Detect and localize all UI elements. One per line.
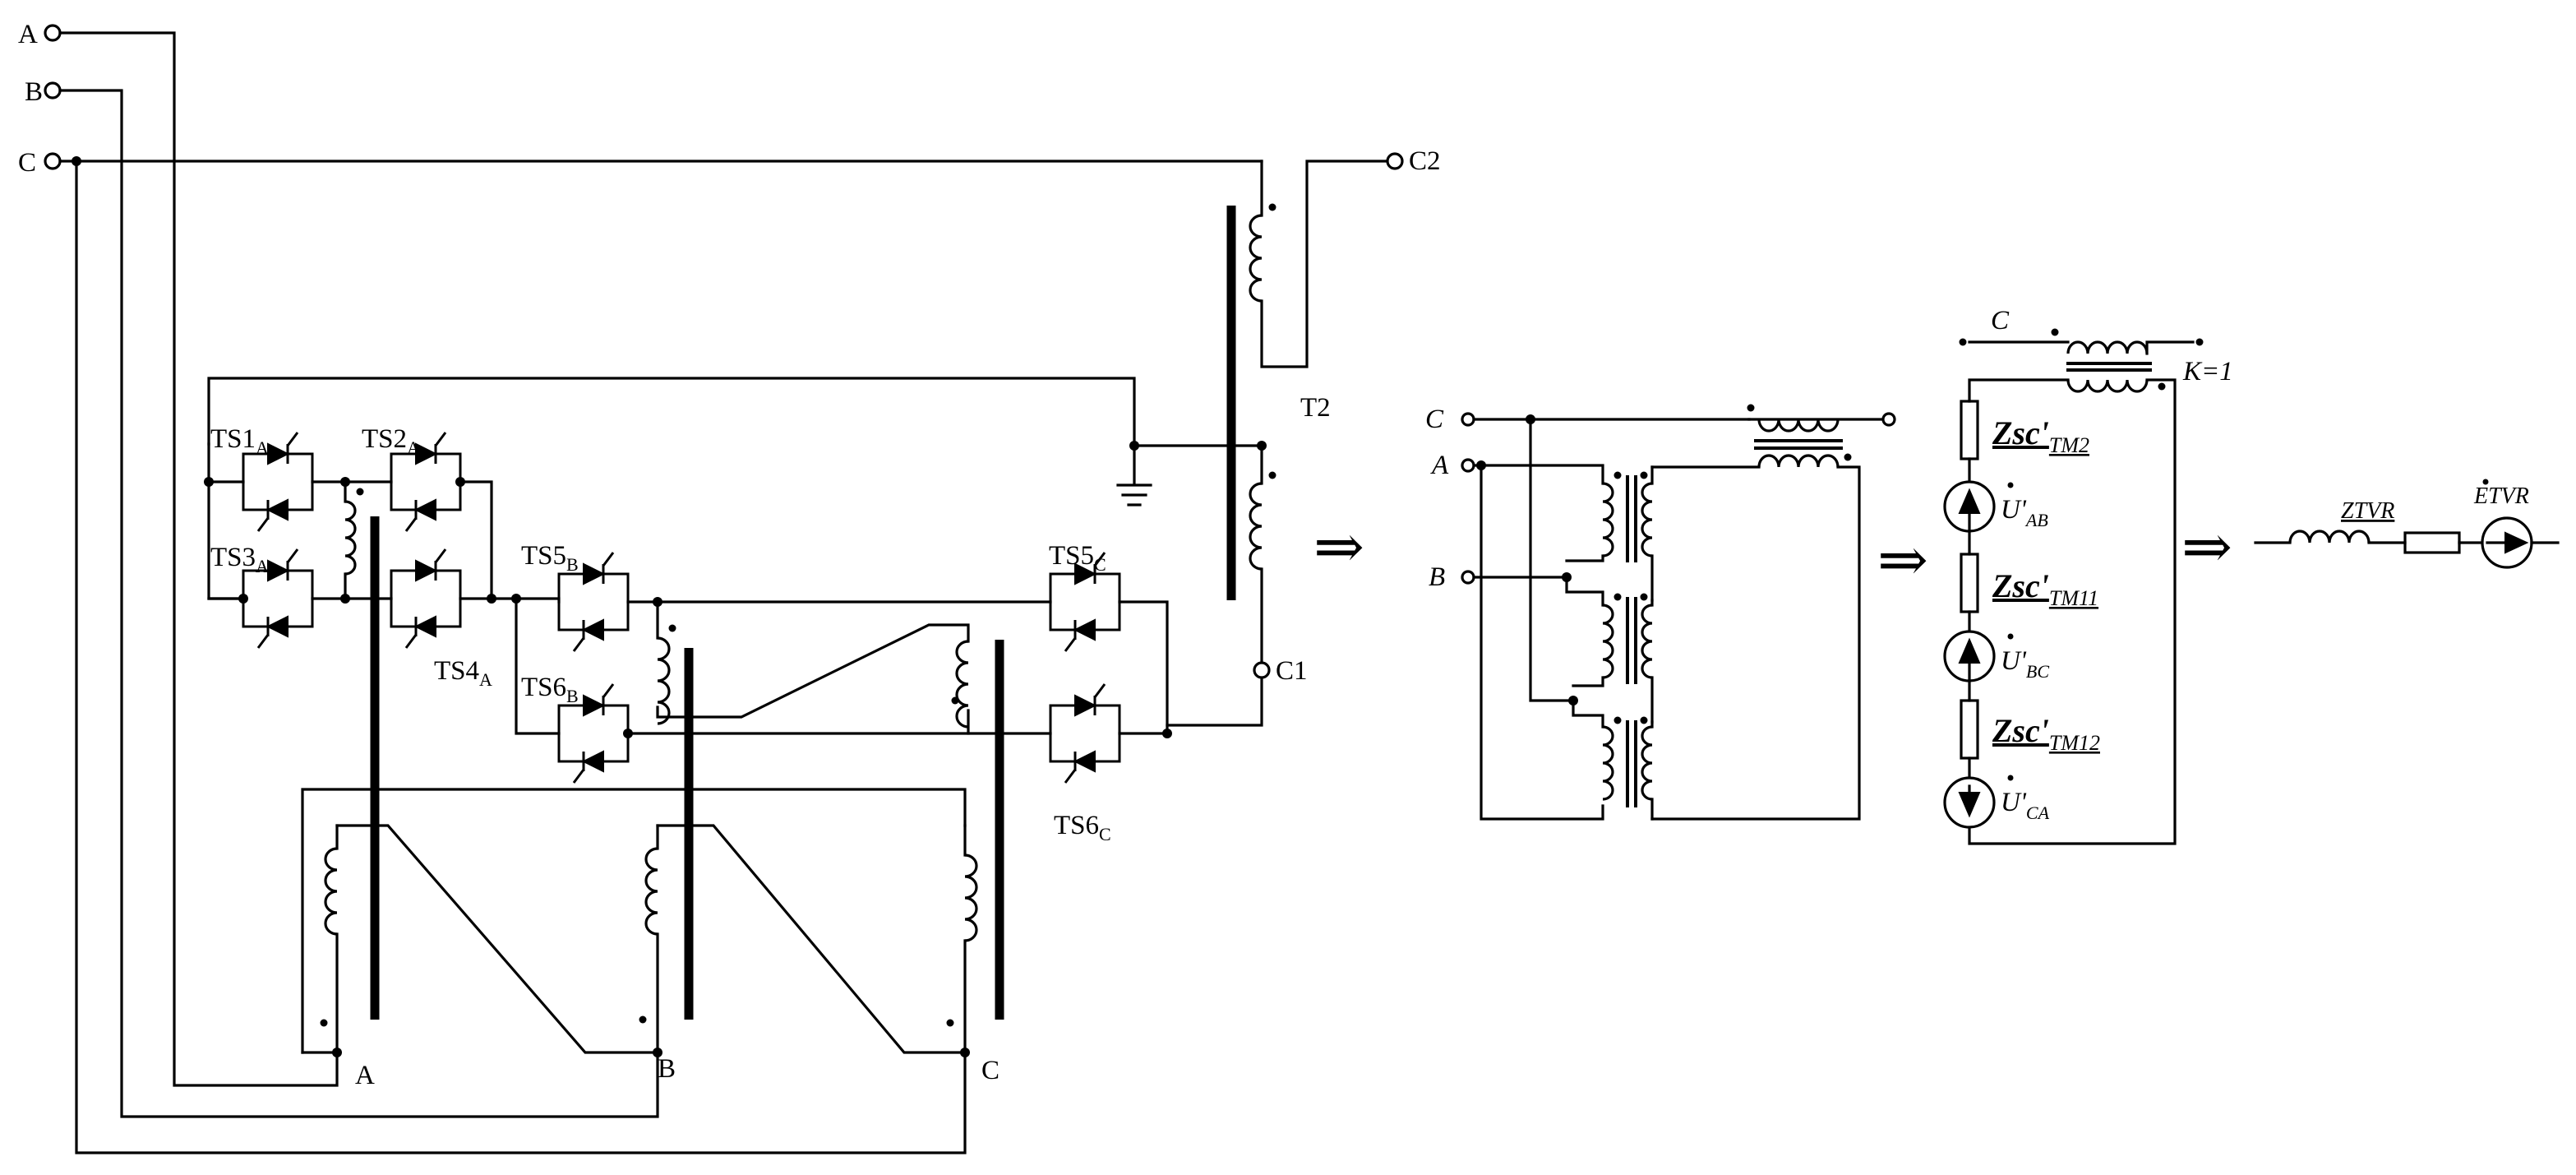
equivalent-circuit-3: ZTVR ETVR (2254, 479, 2560, 569)
wire-phase-b (58, 89, 659, 1118)
terminal-c1 (1253, 661, 1271, 679)
main-windings (301, 788, 978, 1057)
eq1-b-label: B (1429, 562, 1445, 592)
terminal-c2 (1386, 152, 1404, 170)
eq1-a-label: A (1430, 451, 1449, 480)
output-c2-label: C2 (1409, 146, 1441, 176)
arrow-2: ⇒ (1877, 527, 1928, 594)
eq2-c-label: C (1991, 306, 2010, 335)
switch-block-c (1049, 551, 1172, 784)
wire-phase-a (58, 31, 339, 1087)
terminal-a (44, 24, 62, 42)
switch-block-a (204, 431, 493, 1020)
eq1-c-label: C (1425, 405, 1444, 434)
arrow-1: ⇒ (1313, 514, 1364, 581)
ts3a-label: TS3A (210, 543, 269, 576)
k-label: K=1 (2182, 357, 2233, 386)
switch-block-b (487, 551, 1052, 1020)
u3-label: U'CA (2001, 788, 2050, 823)
ts1a-label: TS1A (210, 424, 269, 458)
winding-b-label: B (658, 1054, 676, 1084)
output-c1-label: C1 (1276, 656, 1308, 686)
terminal-b (44, 81, 62, 99)
u2-label: U'BC (2001, 646, 2049, 682)
main-schematic: A B C C2 C1 T2 (18, 20, 1441, 1154)
z1-label: Zsc'TM2 (1992, 414, 2089, 457)
input-a-label: A (18, 20, 38, 49)
ts6c-label: TS6C (1054, 811, 1111, 844)
transformer-t2 (1166, 152, 1404, 727)
ts4a-label: TS4A (434, 656, 492, 690)
ztvr-label: ZTVR (2341, 498, 2394, 524)
input-c-label: C (18, 148, 36, 178)
input-b-label: B (25, 77, 43, 107)
z3-label: Zsc'TM12 (1992, 712, 2100, 755)
transformer-t2-label: T2 (1300, 393, 1331, 423)
ts5b-label: TS5B (521, 541, 579, 575)
ts2a-label: TS2A (362, 424, 420, 458)
etvr-label: ETVR (2473, 483, 2529, 509)
winding-a-label: A (355, 1061, 375, 1090)
ground-symbol (1116, 444, 1152, 507)
ts6b-label: TS6B (521, 673, 579, 706)
arrow-3: ⇒ (2181, 514, 2232, 581)
wire-control-loop (207, 377, 1263, 447)
equivalent-circuit-1: C A B (1425, 404, 1896, 821)
wire-phase-c (75, 160, 967, 1154)
equivalent-circuit-2: C K=1 Zsc'TM2 U'AB Zsc'TM11 U'BC Zsc'TM1… (1943, 306, 2233, 845)
z2-label: Zsc'TM11 (1992, 567, 2098, 610)
ts5c-label: TS5C (1049, 541, 1106, 575)
winding-c-label: C (981, 1056, 999, 1085)
terminal-c (44, 152, 62, 170)
u1-label: U'AB (2001, 495, 2048, 530)
